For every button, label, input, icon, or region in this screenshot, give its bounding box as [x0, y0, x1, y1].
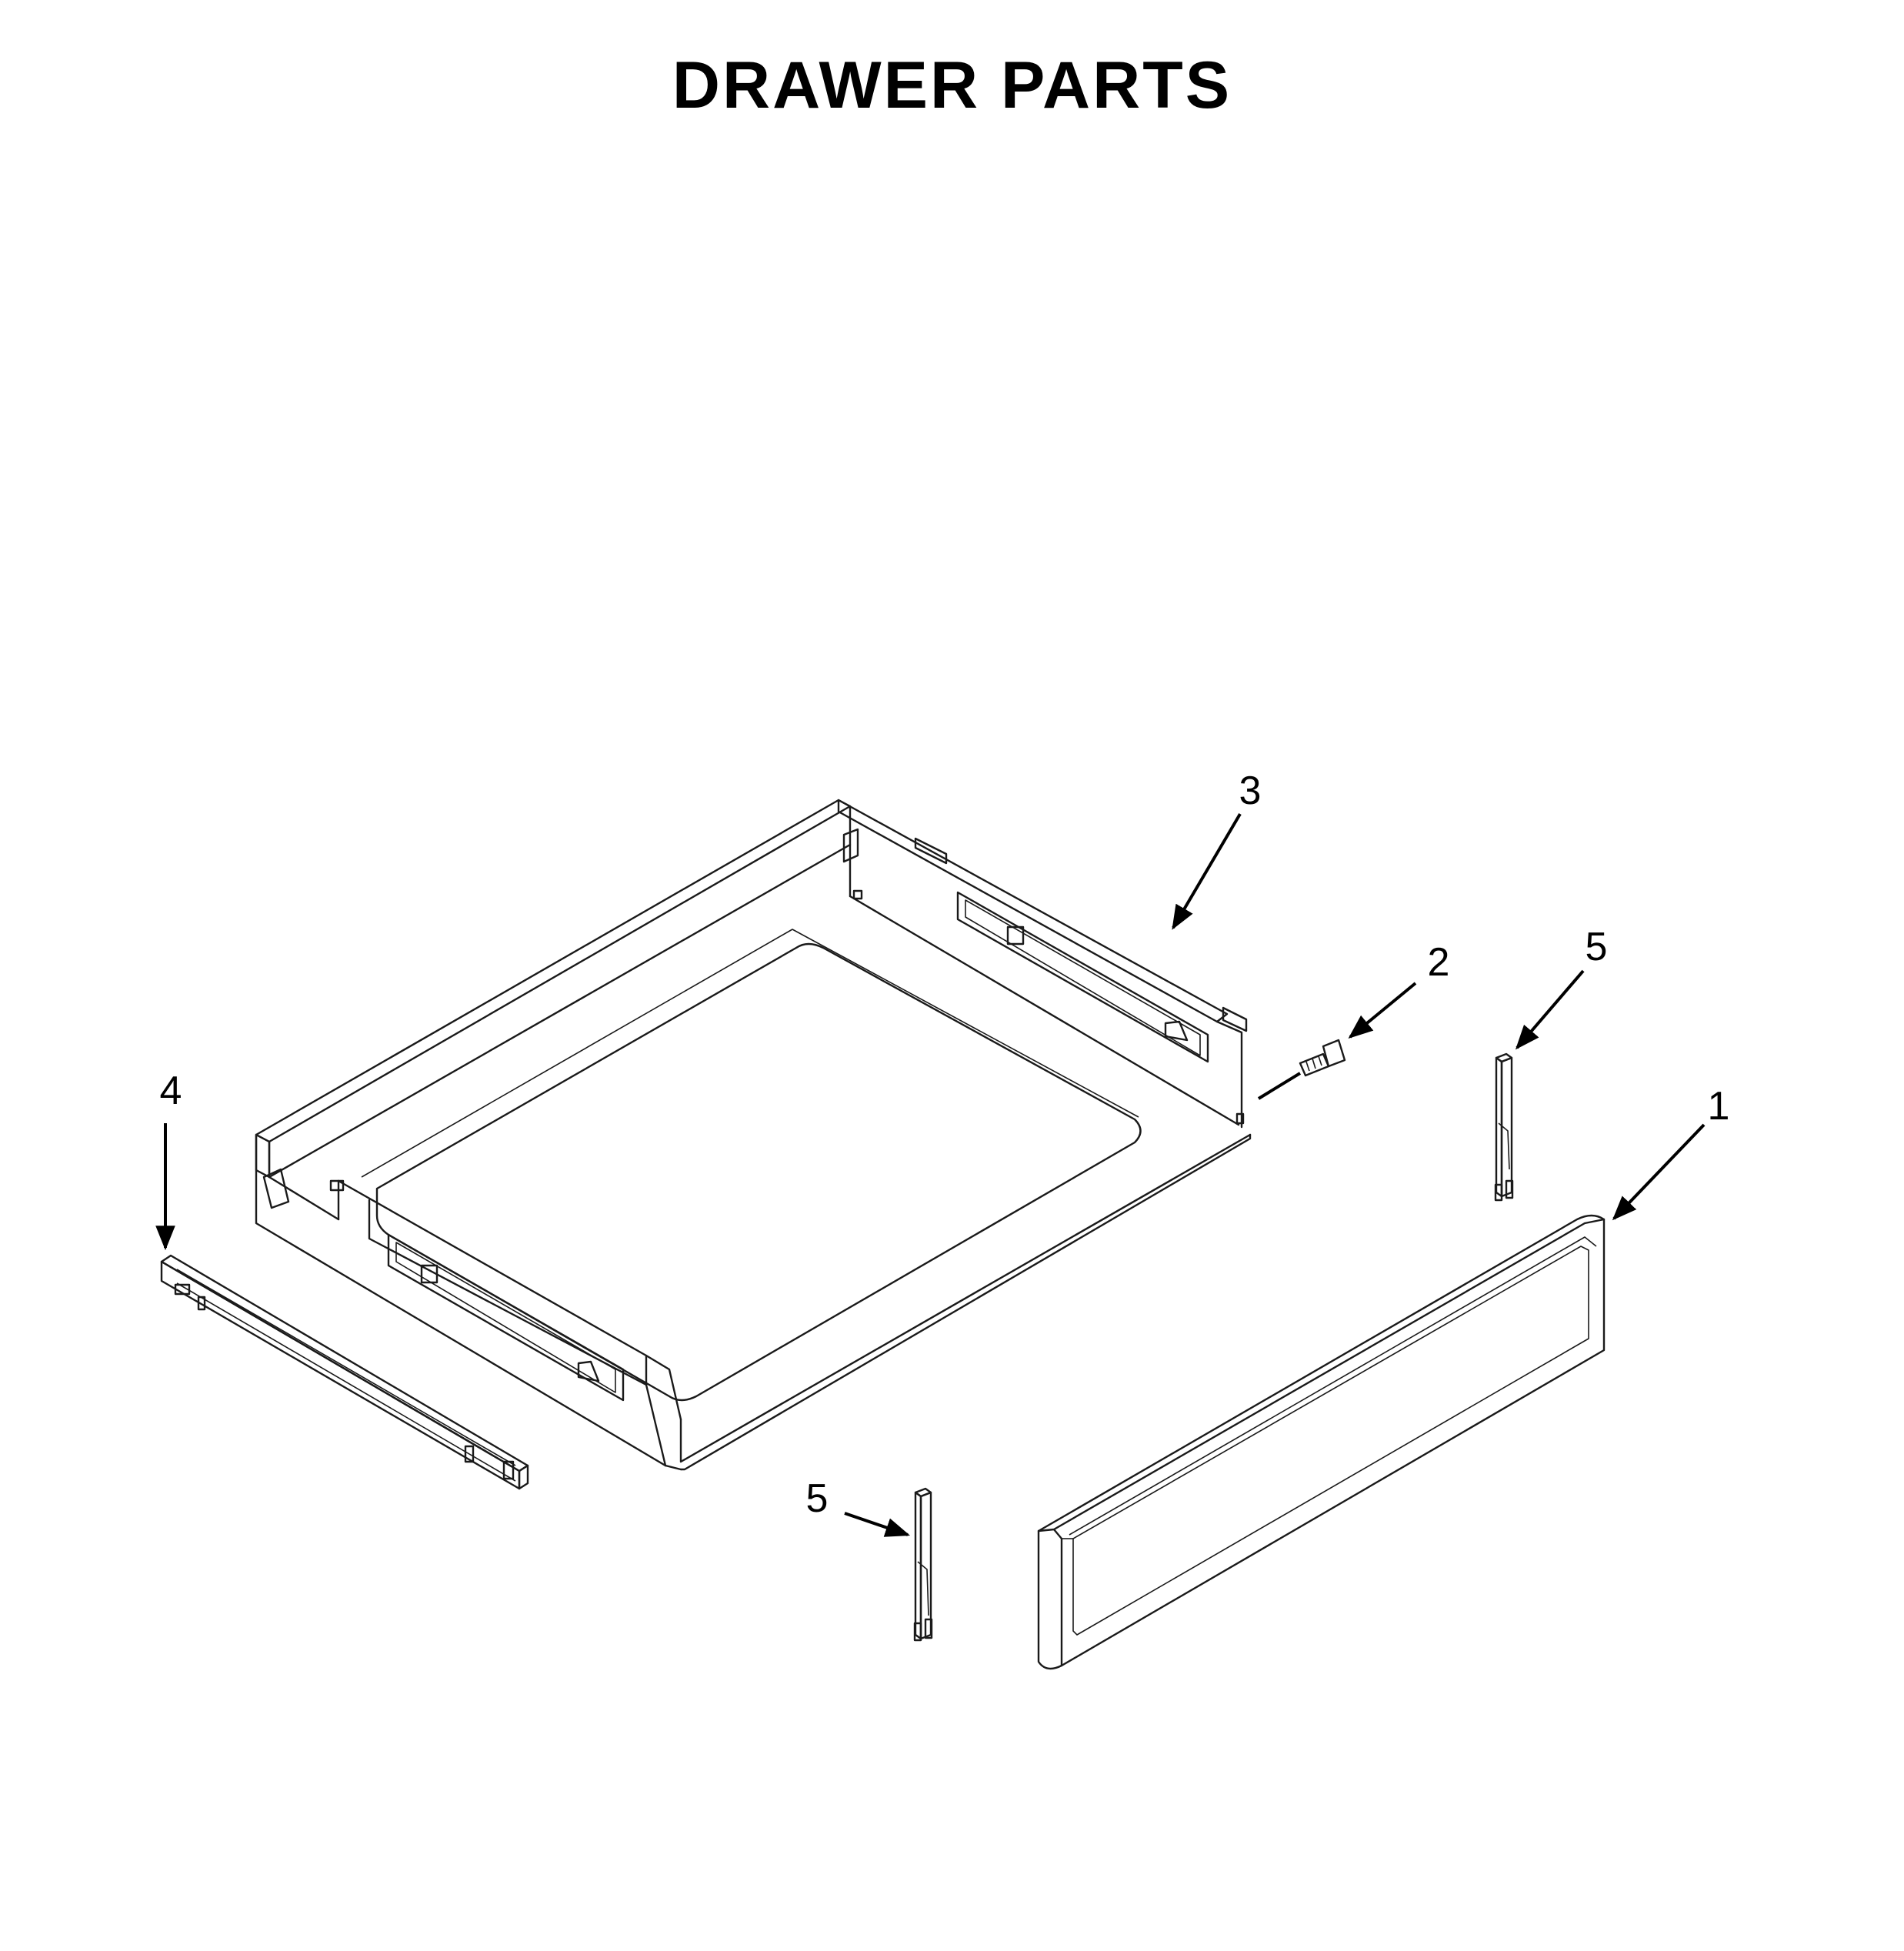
callout-part-2: 2	[1428, 940, 1450, 985]
callout-part-3: 3	[1239, 769, 1262, 813]
arrow-part-3	[1172, 812, 1242, 930]
arrow-part-2-tail	[1257, 1072, 1302, 1100]
arrow-part-5-upper	[1515, 969, 1585, 1050]
bracket-part-5-upper	[1494, 1052, 1514, 1202]
bracket-part-5-lower	[913, 1487, 933, 1642]
callout-part-1: 1	[1708, 1084, 1730, 1129]
page-title: DRAWER PARTS	[672, 48, 1232, 122]
arrow-part-2	[1348, 982, 1417, 1039]
callout-part-5-upper: 5	[1586, 925, 1608, 969]
drawer-body-part-3	[255, 799, 1252, 1471]
callout-part-4: 4	[160, 1069, 182, 1113]
callout-part-5-lower: 5	[806, 1476, 829, 1521]
arrow-part-5-lower	[844, 1512, 911, 1537]
callout-arrows	[155, 812, 1706, 1537]
arrow-part-1	[1612, 1123, 1706, 1221]
slide-rail-part-4	[160, 1254, 529, 1490]
drawer-front-panel-part-1	[1037, 1214, 1606, 1670]
screw-part-2	[1299, 1039, 1346, 1077]
